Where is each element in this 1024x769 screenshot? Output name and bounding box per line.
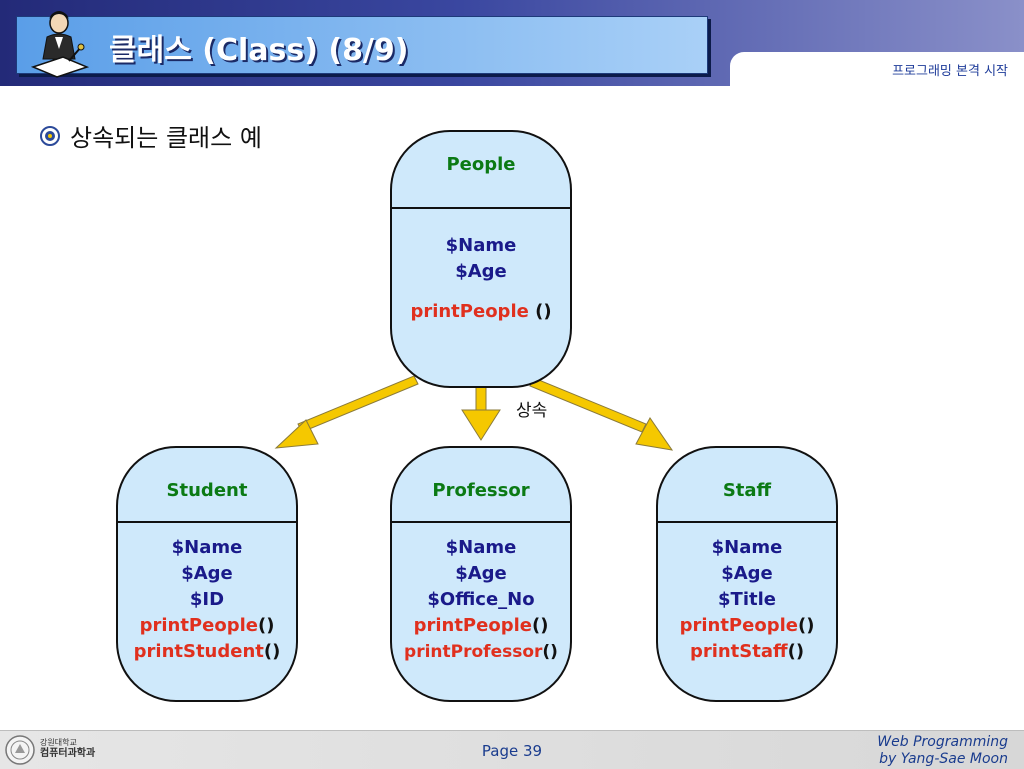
class-method: printProfessor(): [404, 642, 558, 662]
class-divider: [658, 521, 836, 523]
section-subtitle: 프로그래밍 본격 시작: [892, 64, 1008, 79]
page-title: 클래스 (Class) (8/9): [109, 33, 409, 68]
class-name: Student: [166, 480, 248, 501]
class-box-staff: Staff $Name $Age $Title printPeople() pr…: [656, 446, 838, 702]
class-name: Staff: [722, 480, 772, 501]
class-attribute: $Name: [445, 235, 517, 256]
class-divider: [392, 521, 570, 523]
class-attribute: $Age: [455, 261, 507, 282]
class-name: Professor: [432, 480, 530, 501]
footer: 강원대학교 컴퓨터과학과 Page 39 Web Programming by …: [0, 730, 1024, 769]
class-method: printStaff(): [689, 641, 805, 662]
class-method: printPeople(): [139, 615, 275, 636]
subtitle-tab: 프로그래밍 본격 시작: [730, 52, 1024, 86]
class-attribute: $Age: [181, 563, 233, 584]
footer-credit: Web Programming by Yang-Sae Moon: [877, 734, 1008, 767]
footer-department: 강원대학교 컴퓨터과학과: [40, 738, 96, 759]
class-body: $Name $Age $ID printPeople() printStuden…: [118, 535, 296, 665]
page-number: Page 39: [481, 742, 543, 760]
bullet-text: 상속되는 클래스 예: [70, 124, 262, 152]
class-body: $Name $Age $Title printPeople() printSta…: [658, 535, 836, 665]
class-attribute: $Name: [171, 537, 243, 558]
class-attribute: $Name: [711, 537, 783, 558]
class-box-professor: Professor $Name $Age $Office_No printPeo…: [390, 446, 572, 702]
inheritance-label: 상속: [516, 401, 548, 421]
class-attribute: $Age: [455, 563, 507, 584]
class-method: printPeople(): [679, 615, 815, 636]
emblem-bullet-icon: [40, 125, 60, 146]
class-body: $Name $Age printPeople (): [392, 233, 570, 325]
class-attribute: $Office_No: [427, 589, 535, 610]
class-method: printPeople(): [413, 615, 549, 636]
class-method: printPeople (): [410, 301, 552, 322]
arrow-to-staff: [529, 377, 674, 451]
bullet-row: 상속되는 클래스 예: [40, 118, 262, 153]
university-seal-icon: [5, 735, 35, 765]
arrow-to-professor: [461, 373, 501, 441]
arrow-to-student: [274, 375, 419, 449]
class-attribute: $Title: [718, 589, 776, 610]
class-box-student: Student $Name $Age $ID printPeople() pri…: [116, 446, 298, 702]
class-attribute: $Name: [445, 537, 517, 558]
class-box-people: People $Name $Age printPeople (): [390, 130, 572, 388]
class-divider: [118, 521, 296, 523]
class-divider: [392, 207, 570, 209]
class-method: printStudent(): [133, 641, 281, 662]
class-name: People: [446, 154, 516, 175]
class-attribute: $Age: [721, 563, 773, 584]
presenter-at-desk-icon: [30, 11, 90, 78]
title-box: 클래스 (Class) (8/9): [16, 11, 708, 78]
class-body: $Name $Age $Office_No printPeople() prin…: [392, 535, 570, 665]
class-attribute: $ID: [189, 589, 225, 610]
